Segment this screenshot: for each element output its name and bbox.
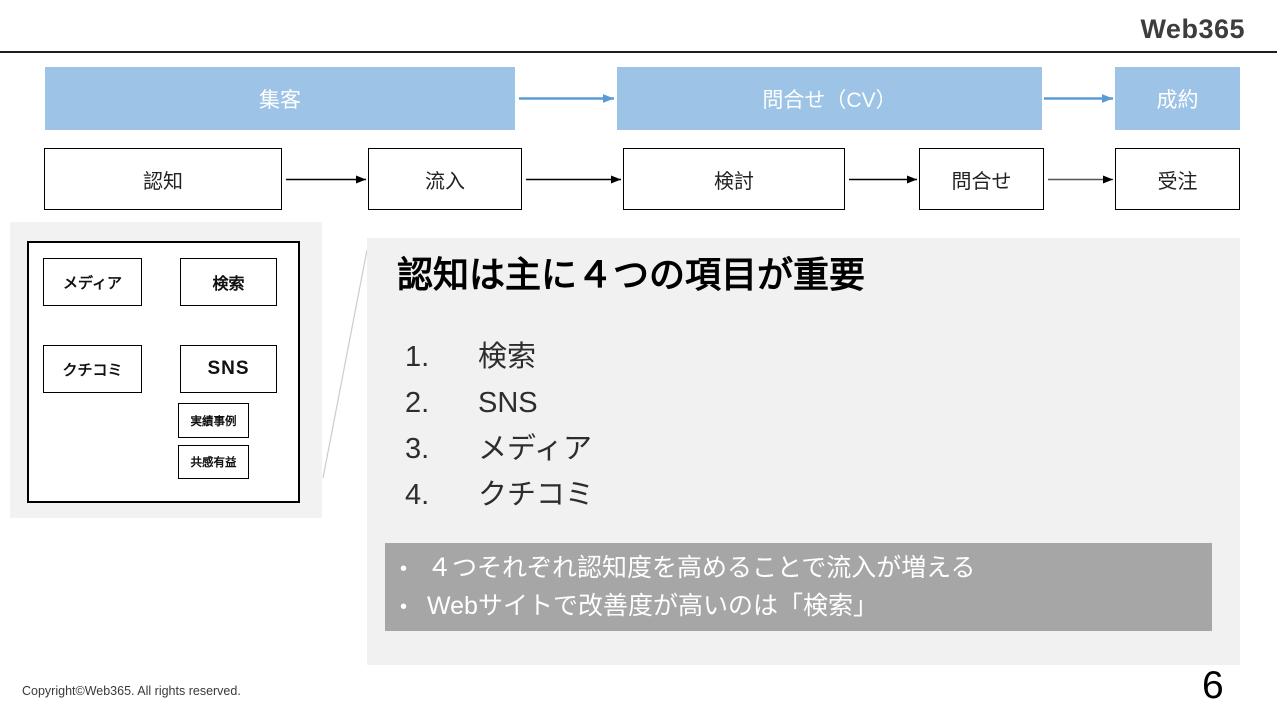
- key-items-list: 1. 検索 2. SNS 3. メディア 4. クチコミ: [405, 334, 594, 518]
- callout-box-word-of-mouth: クチコミ: [43, 345, 142, 393]
- list-item: 3. メディア: [405, 426, 594, 472]
- list-item-label: 検索: [478, 341, 537, 373]
- funnel-stage-close: 成約: [1115, 67, 1240, 130]
- funnel-stage-inquiry-cv: 問合せ（CV）: [617, 67, 1042, 130]
- list-item-label: SNS: [478, 387, 538, 419]
- bullet-icon: •: [400, 558, 408, 580]
- funnel-step-awareness: 認知: [44, 148, 282, 210]
- callout-connector-line: [322, 249, 368, 479]
- list-item: 2. SNS: [405, 380, 594, 426]
- list-item-number: 3.: [405, 433, 430, 465]
- header-divider: [0, 51, 1277, 53]
- list-item-number: 2.: [405, 387, 430, 419]
- note-text: Webサイトで改善度が高いのは「検索」: [427, 592, 878, 620]
- list-item-label: メディア: [478, 433, 592, 465]
- copyright-text: Copyright©Web365. All rights reserved.: [22, 684, 241, 698]
- funnel-step-inflow: 流入: [368, 148, 522, 210]
- callout-box-case-studies: 実績事例: [178, 403, 249, 438]
- callout-box-empathy-value: 共感有益: [178, 445, 249, 479]
- list-item-label: クチコミ: [478, 479, 595, 511]
- list-item-number: 4.: [405, 479, 430, 511]
- callout-box-media: メディア: [43, 258, 142, 306]
- note-line: • ４つそれぞれ認知度を高めることで流入が増える: [400, 550, 1202, 588]
- bullet-icon: •: [400, 596, 408, 618]
- funnel-stage-attract: 集客: [45, 67, 515, 130]
- callout-box-search: 検索: [180, 258, 277, 306]
- brand-logo: Web365: [1140, 14, 1245, 44]
- list-item-number: 1.: [405, 341, 430, 373]
- funnel-step-order: 受注: [1115, 148, 1240, 210]
- funnel-step-consideration: 検討: [623, 148, 845, 210]
- note-line: • Webサイトで改善度が高いのは「検索」: [400, 588, 1202, 626]
- funnel-step-inquiry: 問合せ: [919, 148, 1044, 210]
- content-title: 認知は主に４つの項目が重要: [397, 254, 866, 295]
- page-number: 6: [1202, 664, 1224, 707]
- callout-box-sns: SNS: [180, 345, 277, 393]
- notes-box: • ４つそれぞれ認知度を高めることで流入が増える • Webサイトで改善度が高いのは…: [385, 543, 1212, 631]
- list-item: 1. 検索: [405, 334, 594, 380]
- list-item: 4. クチコミ: [405, 472, 594, 518]
- note-text: ４つそれぞれ認知度を高めることで流入が増える: [427, 554, 976, 582]
